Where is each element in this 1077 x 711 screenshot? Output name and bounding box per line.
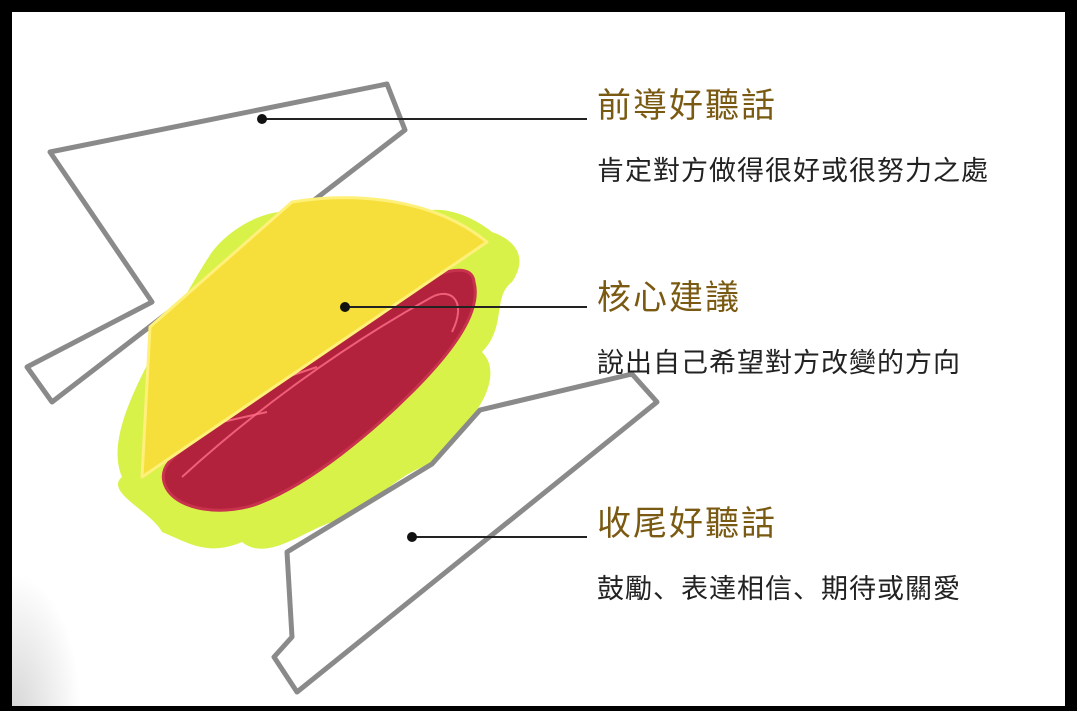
callout-top xyxy=(257,114,587,124)
section-desc-middle: 說出自己希望對方改變的方向 xyxy=(597,348,961,379)
callout-middle xyxy=(340,302,587,312)
section-desc-top: 肯定對方做得很好或很努力之處 xyxy=(597,156,989,187)
section-bottom: 收尾好聽話 鼓勵、表達相信、期待或關愛 xyxy=(597,496,961,606)
section-title-bottom: 收尾好聽話 xyxy=(597,504,777,544)
section-middle: 核心建議 說出自己希望對方改變的方向 xyxy=(597,270,961,380)
sandwich-illustration xyxy=(24,81,660,695)
section-top: 前導好聽話 肯定對方做得很好或很努力之處 xyxy=(597,78,989,188)
callout-bottom xyxy=(407,532,587,542)
top-bread-slice xyxy=(24,81,408,405)
section-title-top: 前導好聽話 xyxy=(597,86,777,126)
bottom-bread-slice xyxy=(271,371,660,695)
corner-shadow xyxy=(12,572,82,706)
section-title-middle: 核心建議 xyxy=(597,278,741,318)
section-desc-bottom: 鼓勵、表達相信、期待或關愛 xyxy=(597,574,961,605)
cheese-layer xyxy=(140,196,489,479)
diagram-canvas: 前導好聽話 肯定對方做得很好或很努力之處 核心建議 說出自己希望對方改變的方向 … xyxy=(12,12,1065,706)
